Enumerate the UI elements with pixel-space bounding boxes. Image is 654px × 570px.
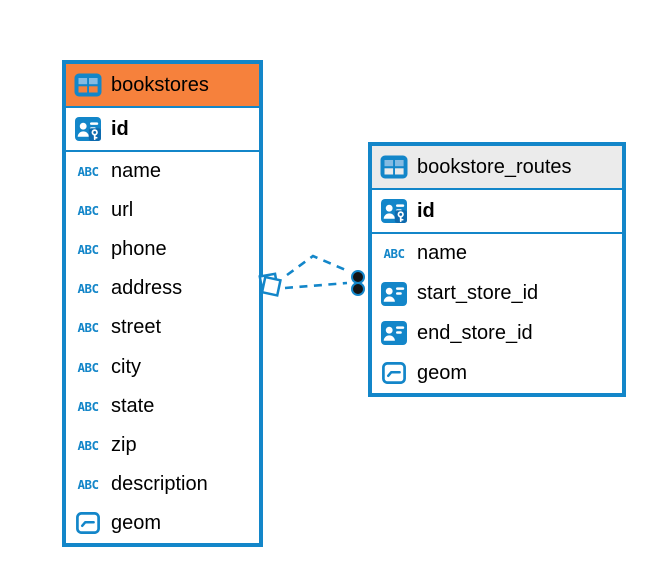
- table-icon: [74, 73, 102, 97]
- column-row-geom[interactable]: geom: [66, 504, 259, 543]
- geometry-type-icon: [380, 362, 408, 384]
- column-name: city: [111, 355, 141, 378]
- column-name: end_store_id: [417, 321, 533, 344]
- primary-key-icon: [74, 117, 102, 141]
- column-row-url[interactable]: ABC url: [66, 191, 259, 230]
- column-name: street: [111, 316, 162, 339]
- column-name: state: [111, 394, 155, 417]
- relationship-connector[interactable]: [255, 243, 375, 307]
- column-row-name[interactable]: ABC name: [372, 234, 622, 274]
- table-bookstores[interactable]: bookstores id ABC name ABC url ABC phone…: [62, 60, 263, 547]
- text-type-icon: ABC: [77, 320, 99, 336]
- column-row-address[interactable]: ABC address: [66, 269, 259, 308]
- reference-type-icon: [380, 321, 408, 345]
- text-type-icon: ABC: [77, 359, 99, 375]
- table-header-bookstores[interactable]: bookstores: [66, 64, 259, 108]
- text-type-icon: ABC: [77, 242, 99, 258]
- column-row-name[interactable]: ABC name: [66, 152, 259, 191]
- column-row-phone[interactable]: ABC phone: [66, 230, 259, 269]
- relationship-line-end-store: [284, 281, 348, 290]
- table-header-bookstore-routes[interactable]: bookstore_routes: [372, 146, 622, 190]
- relationship-line-start-store: [286, 254, 349, 277]
- column-row-start-store-id[interactable]: start_store_id: [372, 274, 622, 314]
- reference-type-icon: [380, 282, 408, 306]
- text-type-icon: ABC: [77, 281, 99, 297]
- text-type-icon: ABC: [77, 437, 99, 453]
- column-row-geom[interactable]: geom: [372, 353, 622, 393]
- column-name: geom: [417, 361, 468, 384]
- column-list: ABC name ABC url ABC phone ABC address A…: [66, 152, 259, 543]
- column-row-state[interactable]: ABC state: [66, 387, 259, 426]
- table-name: bookstore_routes: [417, 155, 572, 178]
- column-row-id[interactable]: id: [66, 108, 259, 152]
- table-bookstore-routes[interactable]: bookstore_routes id ABC name start_store…: [368, 142, 626, 397]
- column-list: ABC name start_store_id end_store_id ge: [372, 234, 622, 393]
- column-name: name: [111, 160, 162, 183]
- column-name: address: [111, 277, 183, 300]
- primary-key-icon: [380, 199, 408, 223]
- column-name: geom: [111, 511, 162, 534]
- column-row-end-store-id[interactable]: end_store_id: [372, 314, 622, 354]
- target-endpoint-dots: [351, 270, 365, 296]
- table-name: bookstores: [111, 73, 209, 96]
- column-name: zip: [111, 433, 137, 456]
- column-row-street[interactable]: ABC street: [66, 308, 259, 347]
- column-row-zip[interactable]: ABC zip: [66, 426, 259, 465]
- column-name: id: [417, 199, 435, 222]
- column-row-id[interactable]: id: [372, 190, 622, 234]
- column-name: url: [111, 199, 134, 222]
- column-row-description[interactable]: ABC description: [66, 465, 259, 504]
- column-name: name: [417, 242, 468, 265]
- source-cardinality-marker: [258, 272, 282, 297]
- text-type-icon: ABC: [77, 476, 99, 492]
- table-icon: [380, 155, 408, 179]
- column-name: start_store_id: [417, 282, 539, 305]
- column-row-city[interactable]: ABC city: [66, 347, 259, 386]
- text-type-icon: ABC: [77, 203, 99, 219]
- geometry-type-icon: [74, 512, 102, 534]
- text-type-icon: ABC: [77, 164, 99, 180]
- column-name: phone: [111, 238, 167, 261]
- column-name: id: [111, 117, 129, 140]
- text-type-icon: ABC: [77, 398, 99, 414]
- column-name: description: [111, 472, 208, 495]
- text-type-icon: ABC: [383, 246, 405, 262]
